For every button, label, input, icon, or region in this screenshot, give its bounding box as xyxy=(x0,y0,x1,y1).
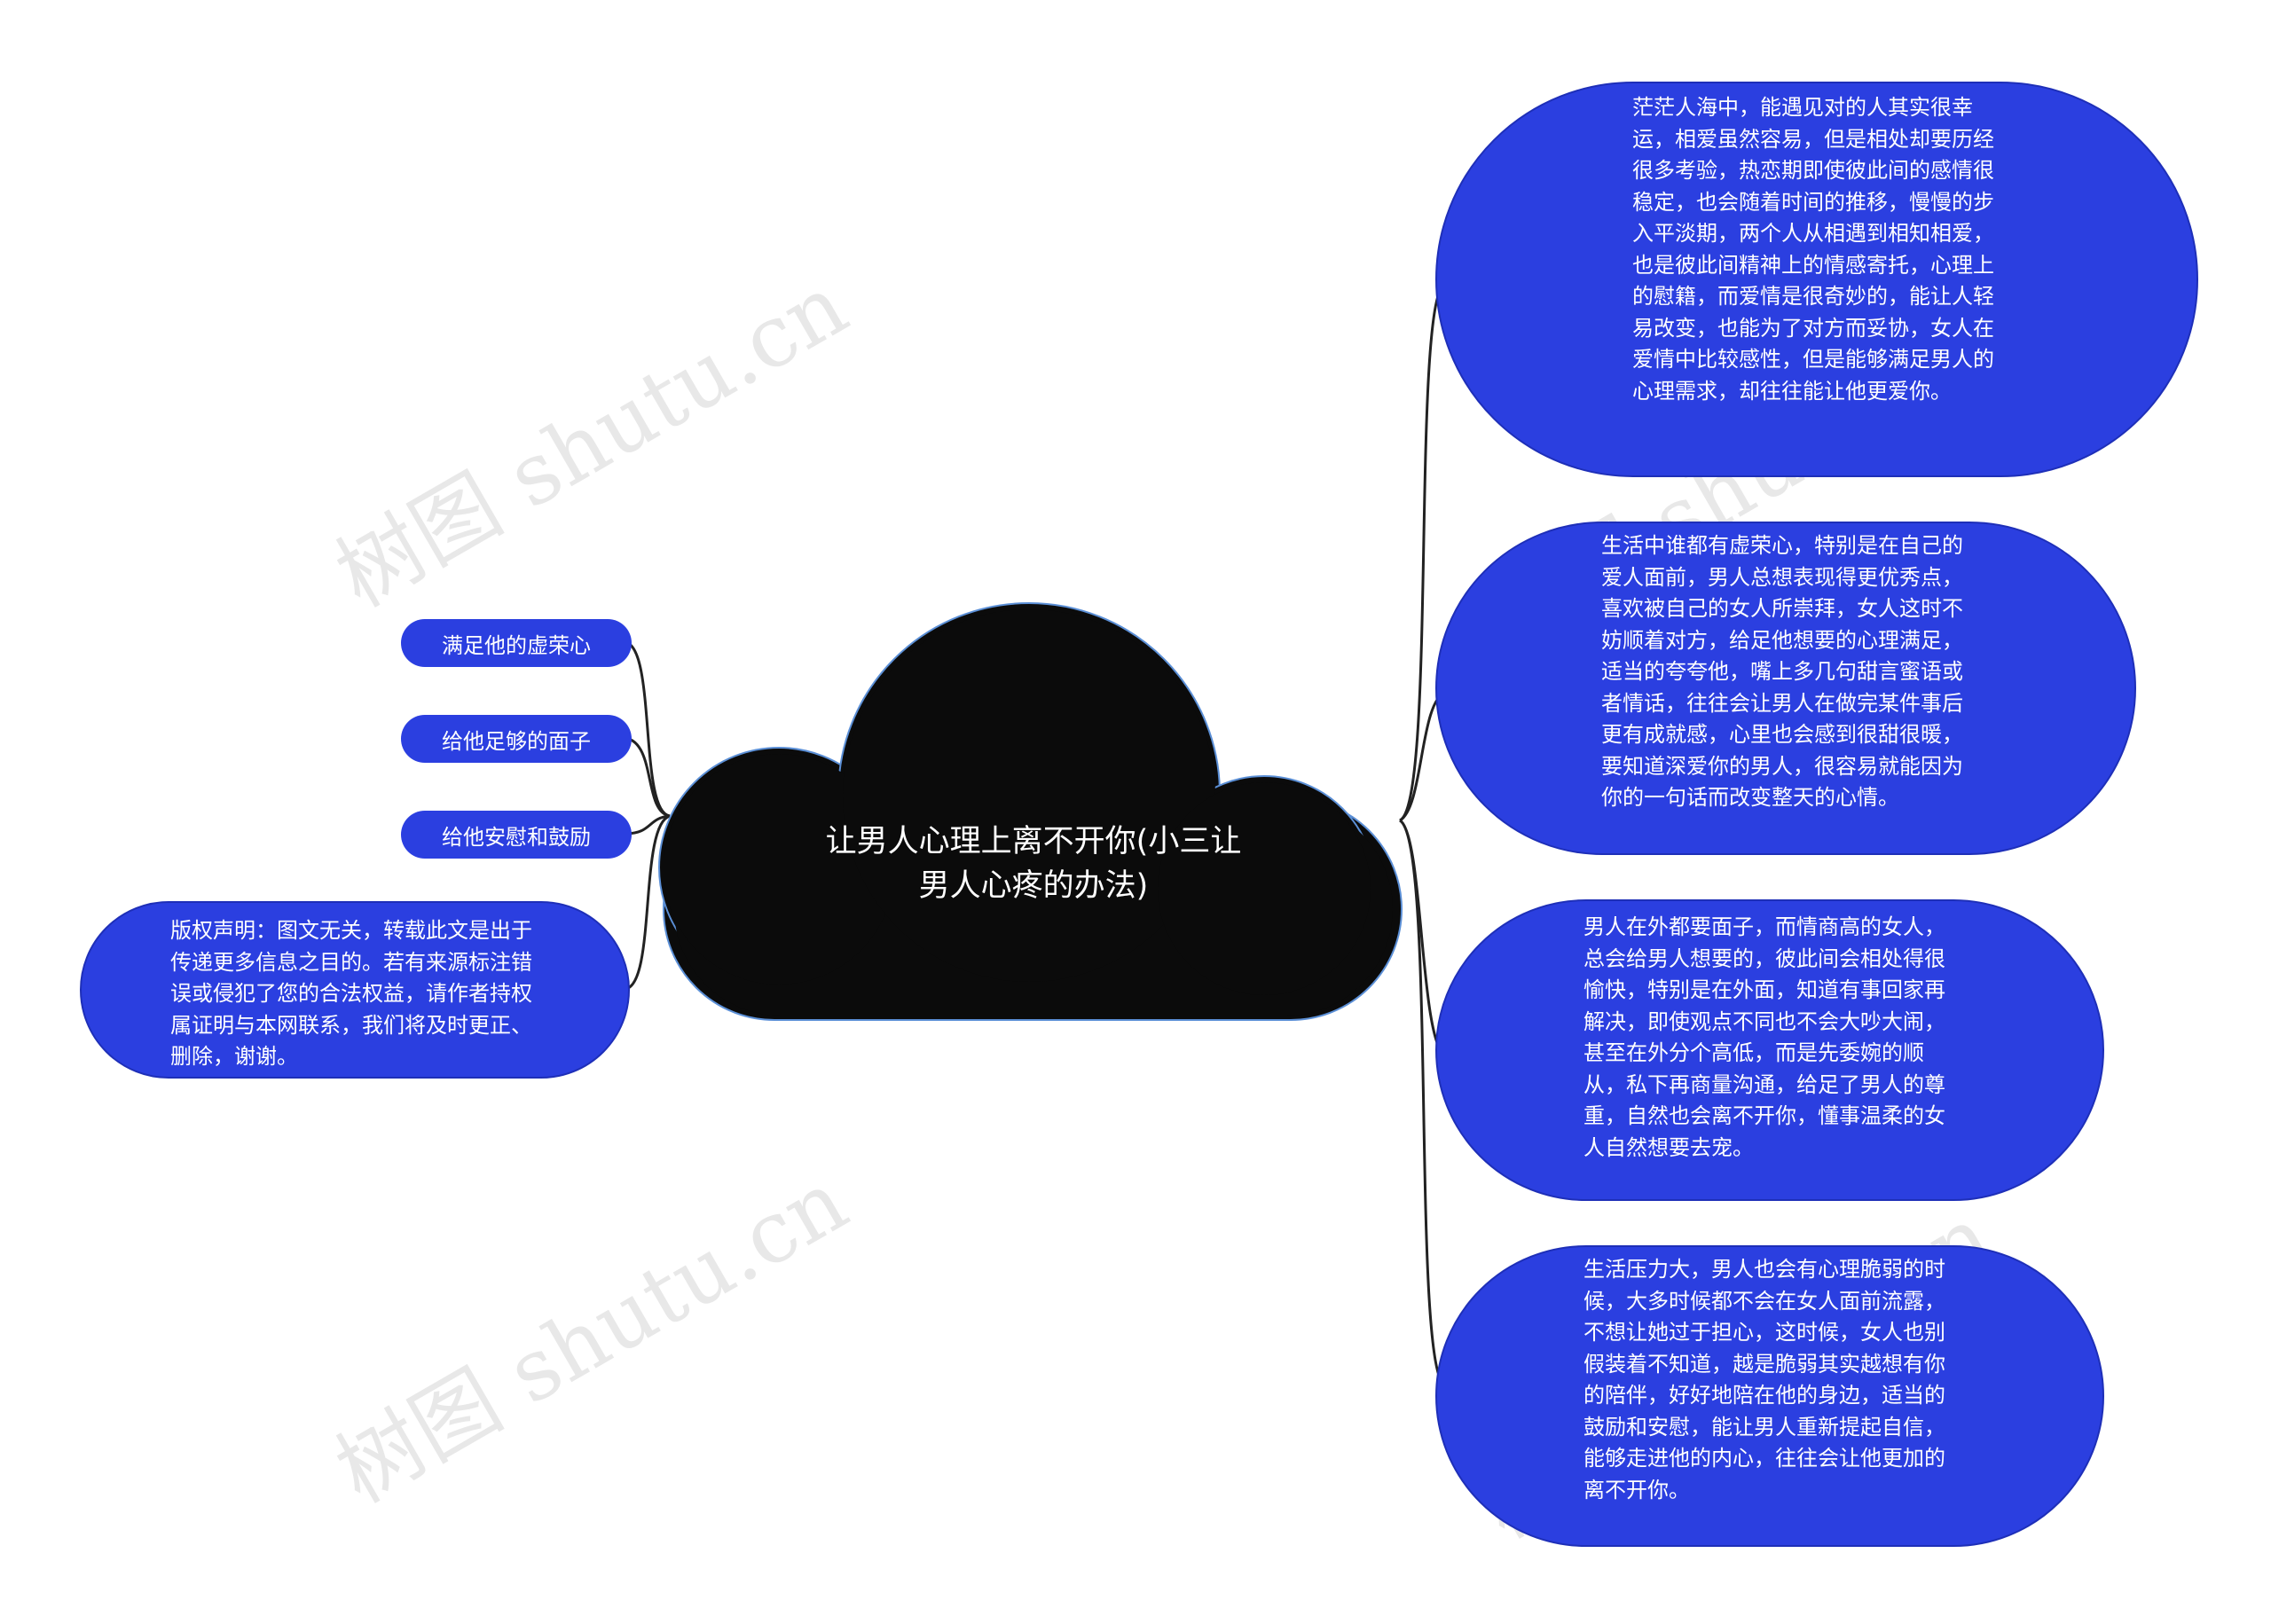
left-node-label: 满足他的虚荣心 xyxy=(442,632,591,658)
left-node-label: 给他足够的面子 xyxy=(442,728,591,754)
connector-left-3 xyxy=(625,814,671,836)
right-node-3[interactable]: 男人在外都要面子，而情商高的女人，总会给男人想要的，彼此间会相处得很愉快，特别是… xyxy=(1435,899,2104,1201)
right-node-1[interactable]: 茫茫人海中，能遇见对的人其实很幸运，相爱虽然容易，但是相处却要历经很多考验，热恋… xyxy=(1435,82,2198,477)
right-node-2[interactable]: 生活中谁都有虚荣心，特别是在自己的爱人面前，男人总想表现得更优秀点，喜欢被自己的… xyxy=(1435,522,2136,855)
central-topic[interactable]: 让男人心理上离不开你(小三让男人心疼的办法) xyxy=(825,824,1242,904)
left-node-face[interactable]: 给他足够的面子 xyxy=(401,715,632,763)
left-node-label: 给他安慰和鼓励 xyxy=(442,824,591,850)
copyright-text: 版权声明：图文无关，转载此文是出于传递更多信息之目的。若有来源标注错误或侵犯了您… xyxy=(170,918,532,1069)
right-node-4[interactable]: 生活压力大，男人也会有心理脆弱的时候，大多时候都不会在女人面前流露，不想让她过于… xyxy=(1435,1245,2104,1547)
right-node-text: 茫茫人海中，能遇见对的人其实很幸运，相爱虽然容易，但是相处却要历经很多考验，热恋… xyxy=(1632,95,1994,404)
connector-right-1 xyxy=(1399,280,1447,822)
left-node-comfort[interactable]: 给他安慰和鼓励 xyxy=(401,811,632,859)
connector-right-4 xyxy=(1398,819,1447,1389)
right-node-text: 生活中谁都有虚荣心，特别是在自己的爱人面前，男人总想表现得更优秀点，喜欢被自己的… xyxy=(1601,533,1963,810)
connector-left-2 xyxy=(625,736,671,818)
copyright-node[interactable]: 版权声明：图文无关，转载此文是出于传递更多信息之目的。若有来源标注错误或侵犯了您… xyxy=(80,901,630,1079)
left-node-vanity[interactable]: 满足他的虚荣心 xyxy=(401,619,632,667)
connector-left-4 xyxy=(625,814,671,991)
right-node-text: 男人在外都要面子，而情商高的女人，总会给男人想要的，彼此间会相处得很愉快，特别是… xyxy=(1583,914,1945,1160)
connector-left-1 xyxy=(625,640,671,818)
right-node-text: 生活压力大，男人也会有心理脆弱的时候，大多时候都不会在女人面前流露，不想让她过于… xyxy=(1583,1257,1945,1502)
